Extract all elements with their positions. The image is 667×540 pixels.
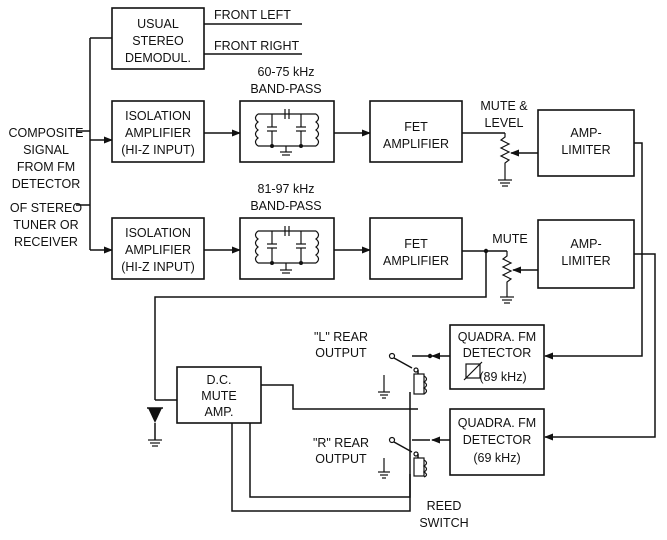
limiter-b-label-line: LIMITER bbox=[561, 254, 610, 268]
detector-r-label-line: DETECTOR bbox=[463, 433, 532, 447]
input-label-line: FROM FM bbox=[17, 160, 75, 174]
output-l-label-line: "L" REAR bbox=[314, 330, 368, 344]
coil-drive-l bbox=[261, 384, 418, 410]
isolation-b-label-line: (HI-Z INPUT) bbox=[121, 260, 195, 274]
limiter-a-to-detector-l bbox=[544, 142, 643, 360]
limiter-a-label-line: LIMITER bbox=[561, 143, 610, 157]
quadra-detector-r: QUADRA. FM DETECTOR (69 kHz) bbox=[449, 408, 545, 476]
detector-r-label-line: QUADRA. FM bbox=[458, 416, 536, 430]
output-r-label-line: "R" REAR bbox=[313, 436, 369, 450]
input-label-line: DETECTOR bbox=[12, 177, 81, 191]
demod-label-line: USUAL bbox=[137, 17, 179, 31]
usual-stereo-demodulator: USUAL STEREO DEMODUL. bbox=[111, 7, 205, 70]
bandpass-b-label: BAND-PASS bbox=[250, 199, 321, 213]
mute-level-label-line: MUTE & bbox=[480, 99, 528, 113]
detector-l-label-line: DETECTOR bbox=[463, 346, 532, 360]
detector-l-freq: (89 kHz) bbox=[479, 370, 526, 384]
isolation-b-label-line: AMPLIFIER bbox=[125, 243, 191, 257]
dc-mute-amplifier: D.C. MUTE AMP. bbox=[176, 366, 262, 424]
output-r-label-line: OUTPUT bbox=[315, 452, 367, 466]
fet-a-label-line: AMPLIFIER bbox=[383, 137, 449, 151]
dc-mute-label-line: MUTE bbox=[201, 389, 236, 403]
mute-control-line bbox=[154, 251, 487, 400]
dc-mute-label-line: AMP. bbox=[205, 405, 234, 419]
mute-level-potentiometer bbox=[462, 132, 538, 187]
isolation-a-label-line: AMPLIFIER bbox=[125, 126, 191, 140]
input-label-line: SIGNAL bbox=[23, 143, 69, 157]
detector-r-freq: (69 kHz) bbox=[473, 451, 520, 465]
bandpass-filter-a bbox=[239, 100, 335, 163]
bandpass-filter-b bbox=[239, 217, 335, 280]
fet-amplifier-b: FET AMPLIFIER bbox=[369, 217, 463, 280]
fet-amplifier-a: FET AMPLIFIER bbox=[369, 100, 463, 163]
input-label-line: COMPOSITE bbox=[8, 126, 83, 140]
demod-label-line: DEMODUL. bbox=[125, 51, 191, 65]
fet-b-label-line: FET bbox=[404, 237, 428, 251]
mute-label: MUTE bbox=[492, 232, 527, 246]
demod-label-line: STEREO bbox=[132, 34, 184, 48]
isolation-b-label-line: ISOLATION bbox=[125, 226, 191, 240]
isolation-a-label-line: (HI-Z INPUT) bbox=[121, 143, 195, 157]
limiter-b-to-detector-r bbox=[544, 253, 656, 441]
fet-b-label-line: AMPLIFIER bbox=[383, 254, 449, 268]
amp-limiter-a: AMP- LIMITER bbox=[537, 109, 635, 177]
front-left-label: FRONT LEFT bbox=[214, 8, 291, 22]
mute-potentiometer bbox=[462, 248, 538, 304]
rectifier-diode bbox=[147, 399, 177, 447]
bandpass-a-freq: 60-75 kHz bbox=[258, 65, 315, 79]
input-label: COMPOSITE SIGNAL FROM FM DETECTOR OF STE… bbox=[8, 126, 83, 249]
limiter-b-label-line: AMP- bbox=[570, 237, 601, 251]
reed-switch-l bbox=[378, 352, 450, 399]
dc-mute-label-line: D.C. bbox=[207, 373, 232, 387]
isolation-amplifier-a: ISOLATION AMPLIFIER (HI-Z INPUT) bbox=[111, 100, 205, 163]
detector-l-label-line: QUADRA. FM bbox=[458, 330, 536, 344]
fet-a-label-line: FET bbox=[404, 120, 428, 134]
front-right-label: FRONT RIGHT bbox=[214, 39, 300, 53]
input-bus bbox=[76, 37, 113, 254]
input-label-line: TUNER OR bbox=[13, 218, 78, 232]
mute-level-label-line: LEVEL bbox=[485, 116, 524, 130]
input-label-line: RECEIVER bbox=[14, 235, 78, 249]
input-label-line: OF STEREO bbox=[10, 201, 83, 215]
bandpass-b-freq: 81-97 kHz bbox=[258, 182, 315, 196]
reed-switch-label-line: REED bbox=[427, 499, 462, 513]
coil-return-line bbox=[249, 392, 411, 498]
quadra-detector-l: QUADRA. FM DETECTOR (89 kHz) bbox=[449, 324, 545, 390]
reed-switch-label-line: SWITCH bbox=[419, 516, 468, 530]
limiter-a-label-line: AMP- bbox=[570, 126, 601, 140]
bandpass-a-label: BAND-PASS bbox=[250, 82, 321, 96]
amp-limiter-b: AMP- LIMITER bbox=[537, 219, 635, 289]
reed-switch-r bbox=[378, 436, 450, 479]
output-l-label-line: OUTPUT bbox=[315, 346, 367, 360]
isolation-amplifier-b: ISOLATION AMPLIFIER (HI-Z INPUT) bbox=[111, 217, 205, 280]
isolation-a-label-line: ISOLATION bbox=[125, 109, 191, 123]
